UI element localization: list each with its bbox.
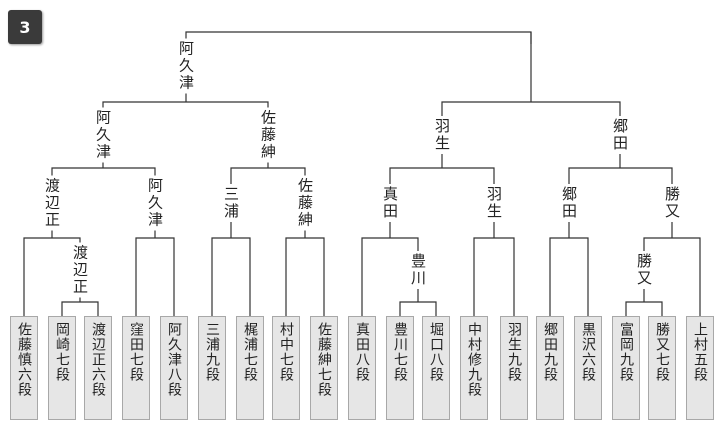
bracket-line [389, 167, 495, 238]
player-box: 村中七段 [272, 316, 300, 420]
player-box: 阿久津八段 [160, 316, 188, 420]
player-box: 上村五段 [686, 316, 714, 420]
player-box: 豊川七段 [386, 316, 414, 420]
player-box: 黒沢六段 [574, 316, 602, 420]
winner-label: 勝又 [663, 184, 681, 222]
bracket-line [549, 237, 589, 316]
bracket-line [185, 31, 532, 102]
player-box: 堀口八段 [422, 316, 450, 420]
player-box: 梶浦七段 [236, 316, 264, 420]
player-box: 三浦九段 [198, 316, 226, 420]
bracket-line [441, 101, 621, 168]
winner-label: 郷田 [611, 116, 629, 154]
winner-label: 羽生 [433, 116, 451, 154]
bracket-line [51, 167, 156, 238]
winner-label: 阿久津 [146, 175, 164, 231]
player-box: 窪田七段 [122, 316, 150, 420]
bracket-line [285, 237, 325, 316]
bracket-line [135, 237, 175, 316]
player-box: 岡崎七段 [48, 316, 76, 420]
bracket-line [61, 301, 99, 316]
winner-label: 渡辺正 [71, 242, 89, 298]
winner-label: 豊川 [409, 251, 427, 289]
player-box: 郷田九段 [536, 316, 564, 420]
bracket-line [473, 237, 515, 316]
player-box: 勝又七段 [648, 316, 676, 420]
player-box: 渡辺正六段 [84, 316, 112, 420]
player-box: 佐藤慎六段 [10, 316, 38, 420]
bracket-line [399, 301, 437, 316]
bracket-line [625, 301, 663, 316]
winner-label: 郷田 [560, 184, 578, 222]
winner-label: 渡辺正 [43, 175, 61, 231]
bracket-line [230, 167, 306, 238]
winner-label: 真田 [381, 184, 399, 222]
winner-label: 阿久津 [177, 38, 195, 94]
bracket-line [211, 237, 251, 316]
winner-label: 佐藤紳 [296, 175, 314, 231]
winner-label: 佐藤紳 [259, 107, 277, 163]
bracket-line [102, 101, 269, 168]
player-box: 中村修九段 [460, 316, 488, 420]
winner-label: 三浦 [222, 184, 240, 222]
bracket-line [568, 167, 673, 238]
player-box: 真田八段 [348, 316, 376, 420]
player-box: 羽生九段 [500, 316, 528, 420]
player-box: 富岡九段 [612, 316, 640, 420]
player-box: 佐藤紳七段 [310, 316, 338, 420]
winner-label: 勝又 [635, 251, 653, 289]
bracket-number-badge: 3 [8, 10, 42, 44]
winner-label: 羽生 [485, 184, 503, 222]
winner-label: 阿久津 [94, 107, 112, 163]
